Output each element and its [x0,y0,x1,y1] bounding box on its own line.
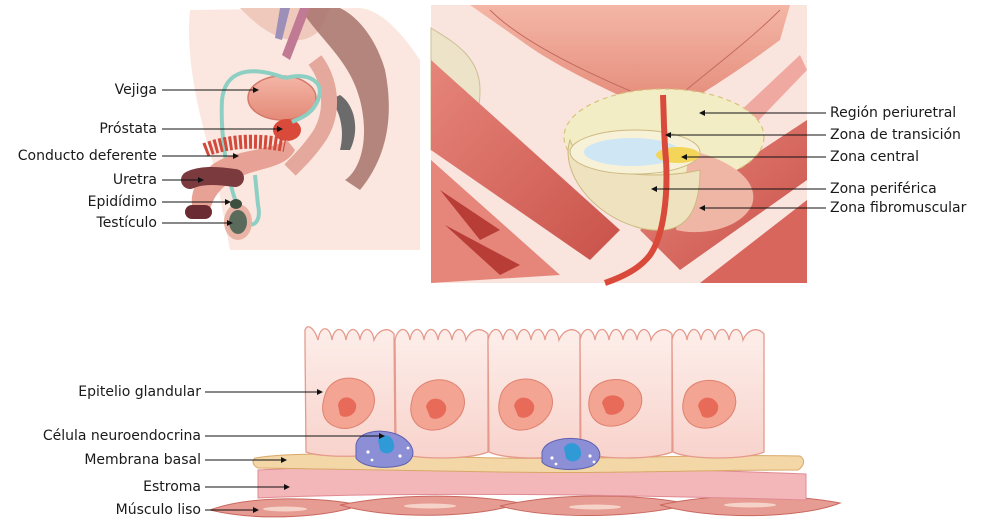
label-zona-periferica: Zona periférica [830,181,937,197]
label-musculo-liso: Músculo liso [116,502,201,518]
label-prostata: Próstata [99,121,157,137]
tissue-illustration [210,327,840,517]
label-testiculo: Testículo [97,215,157,231]
label-vejiga: Vejiga [115,82,157,98]
label-membrana-basal: Membrana basal [84,452,201,468]
label-zona-transicion: Zona de transición [830,127,961,143]
smooth-muscle-layer [210,496,840,517]
zones-illustration [431,5,807,283]
label-region-periuretral: Región periuretral [830,105,956,121]
label-estroma: Estroma [143,479,201,495]
label-epitelio-glandular: Epitelio glandular [78,384,201,400]
label-conducto-deferente: Conducto deferente [18,148,157,164]
label-celula-neuroendocrina: Célula neuroendocrina [43,428,201,444]
label-zona-fibromuscular: Zona fibromuscular [830,200,966,216]
label-uretra: Uretra [113,172,157,188]
label-epididimo: Epidídimo [88,194,157,210]
label-zona-central: Zona central [830,149,919,165]
